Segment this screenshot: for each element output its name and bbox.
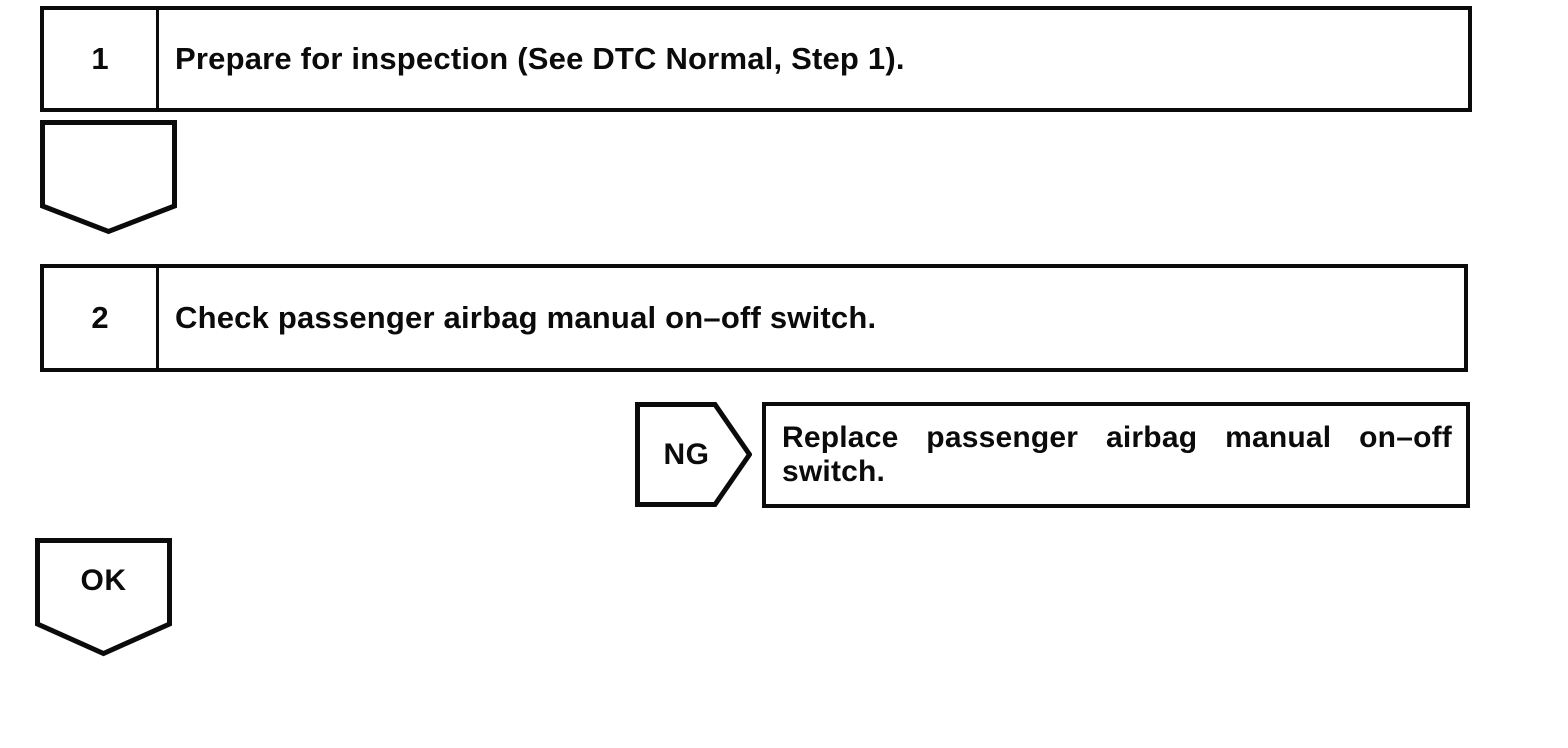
ng-branch-arrow: NG xyxy=(635,402,752,507)
step-1-number: 1 xyxy=(44,10,159,108)
ng-label: NG xyxy=(663,437,710,471)
down-chevron-icon xyxy=(40,120,177,235)
step-2-text: Check passenger airbag manual on–off swi… xyxy=(175,300,877,335)
step-box-2: 2 Check passenger airbag manual on–off s… xyxy=(40,264,1468,372)
step-box-1: 1 Prepare for inspection (See DTC Normal… xyxy=(40,6,1472,112)
ok-connector: OK xyxy=(35,538,172,657)
right-arrow-pentagon-icon xyxy=(635,402,752,507)
ng-action-box: Replace passenger airbag manual on–off s… xyxy=(762,402,1470,508)
step-1-text: Prepare for inspection (See DTC Normal, … xyxy=(175,41,905,76)
ok-label: OK xyxy=(80,564,127,597)
connector-step1-step2 xyxy=(40,120,177,235)
down-chevron-icon xyxy=(35,538,172,657)
ng-action-text: Replace passenger airbag manual on–off s… xyxy=(782,421,1452,488)
step-2-number: 2 xyxy=(44,268,159,368)
